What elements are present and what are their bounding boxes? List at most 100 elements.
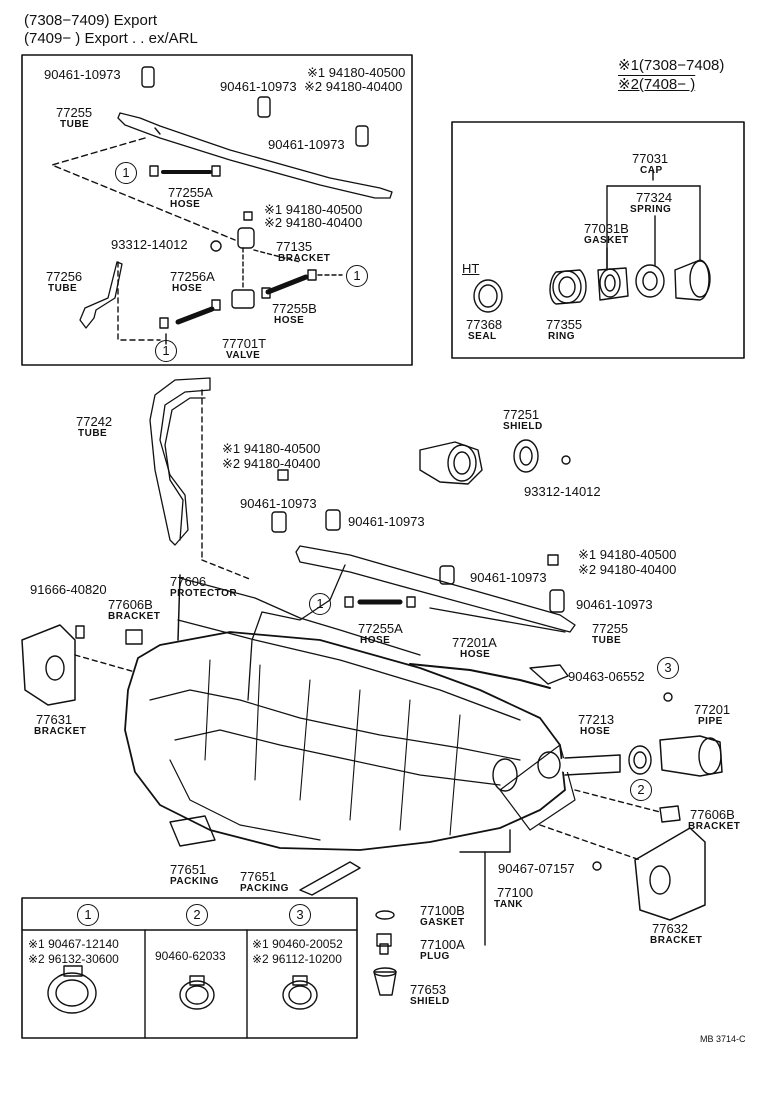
clamp-part-number: ※1 90467-12140 <box>28 937 119 951</box>
part-number: 77256 <box>46 269 83 284</box>
part-number: 90461-10973 <box>348 514 425 529</box>
part-name: PROTECTOR <box>170 588 238 599</box>
part-number: 77255 <box>592 621 629 636</box>
part-name: HOSE <box>580 726 611 737</box>
part-number: 77606B <box>690 807 735 822</box>
drawing-code: MB 3714-C <box>700 1034 746 1044</box>
part-number: 90467-07157 <box>498 861 575 876</box>
part-name: TUBE <box>48 283 78 294</box>
part-name: TUBE <box>60 119 90 130</box>
part-number: 77255A <box>358 621 403 636</box>
part-name: SEAL <box>468 331 497 342</box>
part-number: 77631 <box>36 712 73 727</box>
part-number: 91666-40820 <box>30 582 107 597</box>
part-name: HOSE <box>170 199 201 210</box>
part-number: 90461-10973 <box>240 496 317 511</box>
part-number: 77651 <box>240 869 277 884</box>
inset-box <box>21 54 413 366</box>
part-number: 77606B <box>108 597 153 612</box>
part-name: PIPE <box>698 716 723 727</box>
part-number: 77255 <box>56 105 93 120</box>
part-number: 77701T <box>222 336 267 351</box>
part-name: HOSE <box>460 649 491 660</box>
part-name: PACKING <box>170 876 219 887</box>
part-name: BRACKET <box>278 253 331 264</box>
legend-line-1: ※1(7308−7408) <box>618 57 725 74</box>
part-name: GASKET <box>584 235 629 246</box>
part-name: RING <box>548 331 575 342</box>
part-number: 77606 <box>170 574 207 589</box>
part-number: 90461-10973 <box>220 79 297 94</box>
part-number: 77100A <box>420 937 465 952</box>
part-number: 90461-10973 <box>268 137 345 152</box>
part-name: BRACKET <box>108 611 161 622</box>
part-number: 77100 <box>497 885 534 900</box>
part-name: TUBE <box>592 635 622 646</box>
part-name: BRACKET <box>688 821 741 832</box>
part-number: 77242 <box>76 414 113 429</box>
part-number: ※2 94180-40400 <box>304 79 403 94</box>
part-name: HOSE <box>274 315 305 326</box>
part-number: 77256A <box>170 269 215 284</box>
part-name: HOSE <box>172 283 203 294</box>
part-number: 77135 <box>276 239 313 254</box>
callout-1: 1 <box>346 265 368 287</box>
callout-1: 1 <box>309 593 331 615</box>
part-number: 77201A <box>452 635 497 650</box>
part-name: BRACKET <box>34 726 87 737</box>
part-number: 77651 <box>170 862 207 877</box>
part-name: GASKET <box>420 917 465 928</box>
callout-2: 2 <box>630 779 652 801</box>
variant-ht: HT <box>462 261 480 276</box>
part-number: 77255A <box>168 185 213 200</box>
part-number: 93312-14012 <box>111 237 188 252</box>
part-name: BRACKET <box>650 935 703 946</box>
part-number: ※2 94180-40400 <box>578 562 677 577</box>
part-name: SPRING <box>630 204 672 215</box>
part-number: 77031 <box>632 151 669 166</box>
part-name: TUBE <box>78 428 108 439</box>
part-number: 77251 <box>503 407 540 422</box>
part-number: 90461-10973 <box>44 67 121 82</box>
part-number: 77213 <box>578 712 615 727</box>
header-line-1: (7308−7409) Export <box>24 12 158 29</box>
header-line-2: (7409− ) Export . . ex/ARL <box>24 30 198 47</box>
clamp-part-number: ※2 96112-10200 <box>252 952 342 966</box>
part-name: SHIELD <box>503 421 543 432</box>
part-number: ※1 94180-40500 <box>578 547 677 562</box>
callout-1: 1 <box>155 340 177 362</box>
part-number: 93312-14012 <box>524 484 601 499</box>
part-number: 77324 <box>636 190 673 205</box>
part-name: PACKING <box>240 883 289 894</box>
part-name: TANK <box>494 899 524 910</box>
part-name: HOSE <box>360 635 391 646</box>
clamp-part-number: 90460-62033 <box>155 949 226 963</box>
part-number: ※2 94180-40400 <box>264 215 363 230</box>
clamp-part-number: ※2 96132-30600 <box>28 952 119 966</box>
part-number: 90461-10973 <box>576 597 653 612</box>
callout-3: 3 <box>289 904 311 926</box>
part-number: 77100B <box>420 903 465 918</box>
callout-2: 2 <box>186 904 208 926</box>
part-number: ※1 94180-40500 <box>222 441 321 456</box>
part-number: 77632 <box>652 921 689 936</box>
cap-box <box>451 121 745 359</box>
part-number: 77368 <box>466 317 503 332</box>
clamp-part-number: ※1 90460-20052 <box>252 937 343 951</box>
part-name: CAP <box>640 165 663 176</box>
part-name: VALVE <box>226 350 261 361</box>
part-number: 90461-10973 <box>470 570 547 585</box>
clamp-table <box>21 897 358 1039</box>
callout-3: 3 <box>657 657 679 679</box>
part-number: 77255B <box>272 301 317 316</box>
part-number: 77355 <box>546 317 583 332</box>
part-number: 77201 <box>694 702 731 717</box>
legend-line-2: ※2(7408− ) <box>618 76 696 93</box>
part-number: 90463-06552 <box>568 669 645 684</box>
part-number: ※2 94180-40400 <box>222 456 321 471</box>
part-number: ※1 94180-40500 <box>264 202 363 217</box>
callout-1: 1 <box>77 904 99 926</box>
part-number: 77653 <box>410 982 447 997</box>
part-name: SHIELD <box>410 996 450 1007</box>
